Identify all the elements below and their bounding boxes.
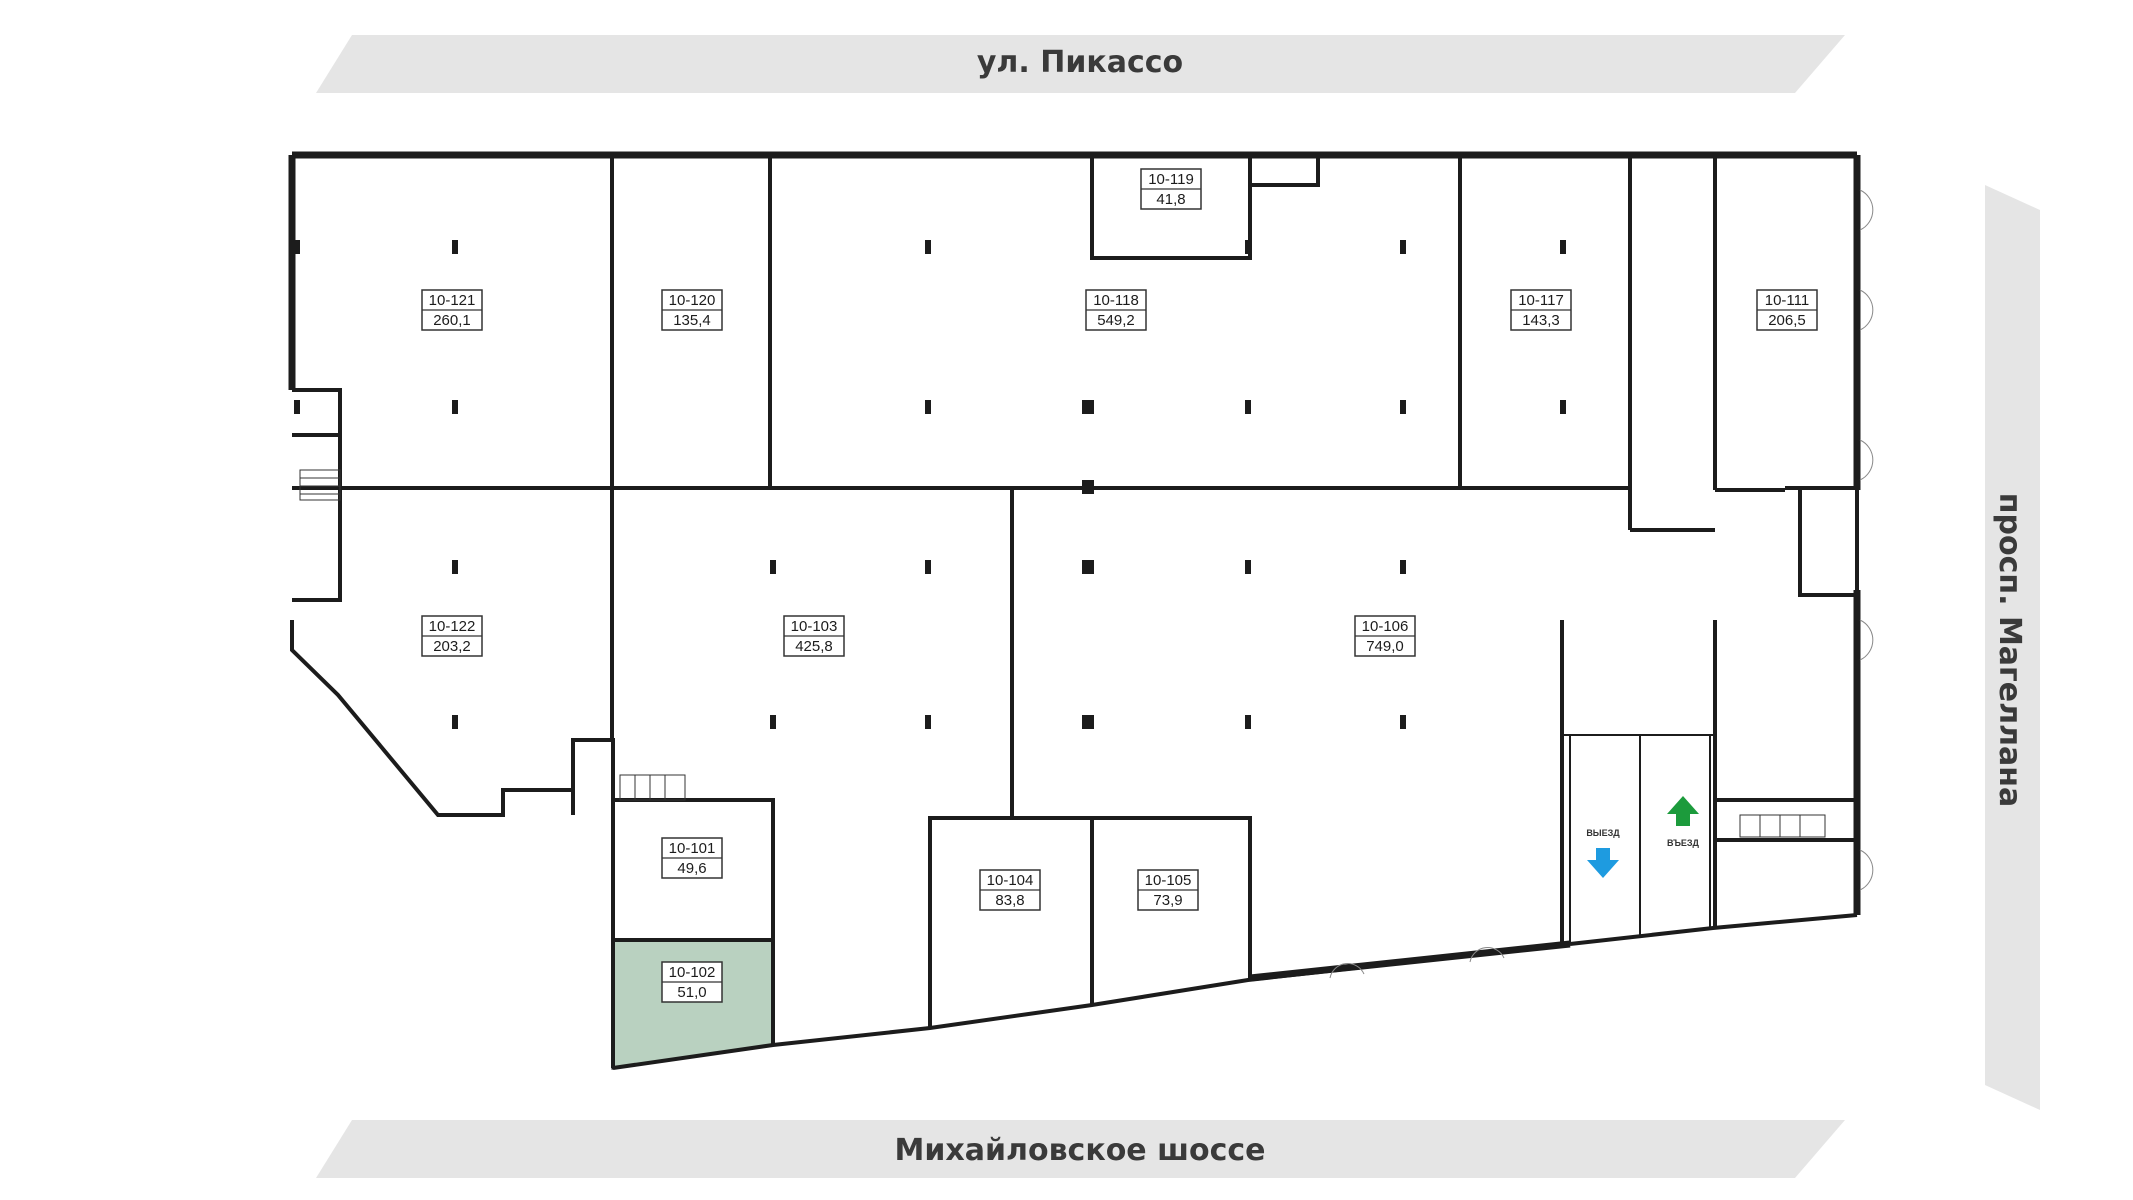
arrow-down-icon — [1587, 848, 1619, 878]
entry-label: ВЪЕЗД — [1667, 838, 1700, 848]
unit-area: 206,5 — [1768, 312, 1806, 329]
unit-id: 10-121 — [429, 292, 476, 309]
stairs-center — [619, 774, 686, 801]
unit-label-10-106[interactable]: 10-106 749,0 — [1354, 615, 1416, 657]
unit-labels: 10-121 260,1 10-120 135,4 10-118 549,2 10-119 4… — [421, 168, 1818, 1003]
unit-area: 51,0 — [677, 984, 706, 1001]
unit-area: 73,9 — [1153, 892, 1182, 909]
unit-id: 10-122 — [429, 618, 476, 635]
outer-walls — [288, 151, 1861, 1070]
parking-ramp — [1569, 735, 1711, 944]
exit-label: ВЫЕЗД — [1586, 828, 1620, 838]
unit-area: 143,3 — [1522, 312, 1560, 329]
street-right-label: просп. Магеллана — [1992, 493, 2027, 807]
unit-id: 10-119 — [1148, 171, 1194, 188]
unit-label-10-104[interactable]: 10-104 83,8 — [979, 869, 1041, 911]
arrow-up-icon — [1667, 796, 1699, 826]
doors — [1329, 189, 1874, 979]
street-top-label: ул. Пикассо — [977, 45, 1183, 80]
unit-label-10-122[interactable]: 10-122 203,2 — [421, 615, 483, 657]
street-right: просп. Магеллана — [1985, 185, 2040, 1110]
unit-label-10-117[interactable]: 10-117 143,3 — [1510, 289, 1572, 331]
unit-id: 10-117 — [1518, 292, 1564, 309]
unit-id: 10-101 — [669, 840, 716, 857]
unit-id: 10-103 — [791, 618, 838, 635]
unit-label-10-120[interactable]: 10-120 135,4 — [661, 289, 723, 331]
unit-id: 10-111 — [1765, 292, 1809, 309]
interior-walls — [292, 155, 1859, 1045]
unit-label-10-118[interactable]: 10-118 549,2 — [1085, 289, 1147, 331]
columns — [294, 240, 1566, 729]
unit-id: 10-105 — [1145, 872, 1192, 889]
unit-area: 425,8 — [795, 638, 833, 655]
unit-label-10-121[interactable]: 10-121 260,1 — [421, 289, 483, 331]
stairs-right — [1739, 814, 1826, 838]
stairs-left — [299, 469, 341, 501]
street-bottom: Михайловское шоссе — [316, 1120, 1845, 1178]
unit-area: 203,2 — [433, 638, 471, 655]
unit-id: 10-106 — [1362, 618, 1409, 635]
unit-area: 83,8 — [995, 892, 1024, 909]
unit-area: 135,4 — [673, 312, 711, 329]
unit-id: 10-104 — [987, 872, 1034, 889]
unit-area: 549,2 — [1097, 312, 1135, 329]
unit-area: 749,0 — [1366, 638, 1404, 655]
exit-marker: ВЫЕЗД — [1586, 828, 1620, 878]
unit-label-10-119[interactable]: 10-119 41,8 — [1140, 168, 1202, 210]
entry-marker: ВЪЕЗД — [1667, 796, 1700, 848]
unit-label-10-103[interactable]: 10-103 425,8 — [783, 615, 845, 657]
unit-label-10-105[interactable]: 10-105 73,9 — [1137, 869, 1199, 911]
street-top: ул. Пикассо — [316, 35, 1845, 93]
unit-id: 10-102 — [669, 964, 716, 981]
unit-label-10-111[interactable]: 10-111 206,5 — [1756, 289, 1818, 331]
unit-id: 10-120 — [669, 292, 716, 309]
unit-area: 260,1 — [433, 312, 471, 329]
unit-label-10-101[interactable]: 10-101 49,6 — [661, 837, 723, 879]
unit-label-10-102[interactable]: 10-102 51,0 — [661, 961, 723, 1003]
unit-area: 41,8 — [1156, 191, 1185, 208]
unit-id: 10-118 — [1093, 292, 1139, 309]
unit-area: 49,6 — [677, 860, 706, 877]
street-bottom-label: Михайловское шоссе — [895, 1133, 1266, 1168]
